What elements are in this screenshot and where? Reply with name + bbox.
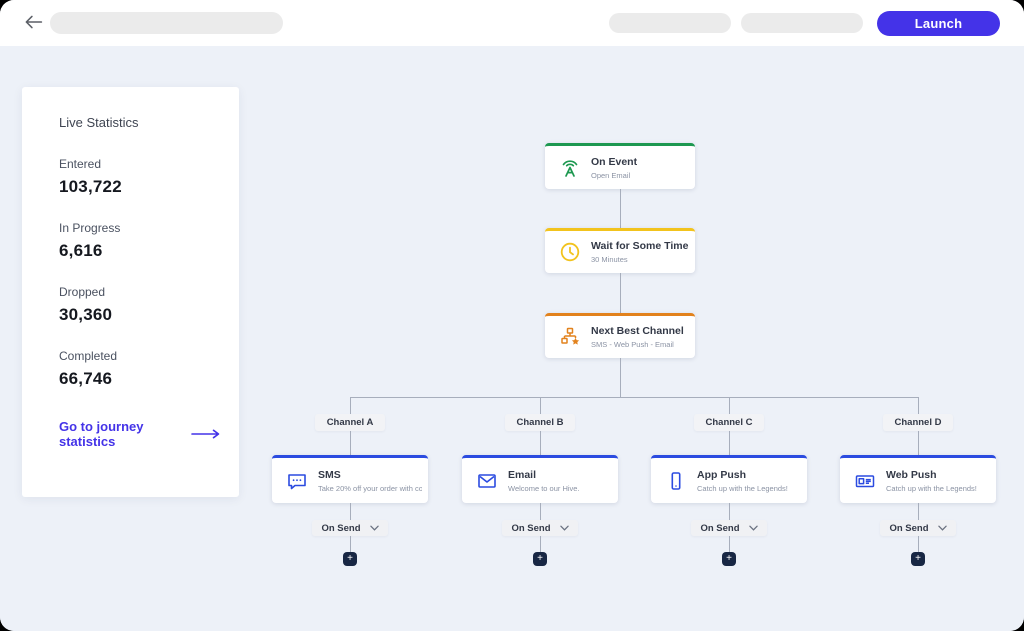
channel-label: Channel C <box>693 414 765 431</box>
connector-line <box>539 503 541 520</box>
connector-line <box>539 431 541 455</box>
chevron-down-icon <box>748 523 758 534</box>
node-app-push[interactable]: App Push Catch up with the Legends! <box>651 455 807 503</box>
connector-line <box>917 536 919 552</box>
on-send-label: On Send <box>511 522 551 534</box>
on-send-label: On Send <box>700 522 740 534</box>
stat-value: 30,360 <box>59 305 113 324</box>
sms-icon <box>285 469 309 493</box>
connector-line <box>728 431 730 455</box>
connector-line <box>539 397 541 414</box>
add-step-button[interactable]: + <box>722 552 736 566</box>
add-step-button[interactable]: + <box>343 552 357 566</box>
app-push-icon <box>664 469 688 493</box>
stat-value: 66,746 <box>59 369 113 388</box>
journey-canvas: Live Statistics Entered 103,722 In Progr… <box>0 46 1024 631</box>
broadcast-icon <box>558 156 582 180</box>
journey-statistics-link[interactable]: Go to journey statistics <box>59 419 221 449</box>
node-title: App Push <box>697 468 746 481</box>
trunk-column: On Event Open Email Wait for Some Time 3… <box>545 143 695 397</box>
connector-line <box>349 431 351 455</box>
journey-statistics-link-label: Go to journey statistics <box>59 419 144 449</box>
clock-icon <box>558 240 582 264</box>
channel-label: Channel D <box>882 414 954 431</box>
stat-value: 103,722 <box>59 177 122 196</box>
node-email[interactable]: Email Welcome to our Hive. <box>462 455 618 503</box>
on-send-dropdown[interactable]: On Send <box>312 520 388 536</box>
node-wait[interactable]: Wait for Some Time 30 Minutes <box>545 228 695 273</box>
branch-channel-a: Channel A SMS Take 20% off your order wi… <box>272 397 428 566</box>
stat-dropped: Dropped 30,360 <box>59 285 221 325</box>
connector-line <box>349 503 351 520</box>
toolbar-skeleton-1 <box>609 13 731 33</box>
stat-label: Completed <box>59 349 118 363</box>
chevron-down-icon <box>559 523 569 534</box>
branch-channel-d: Channel D Web Push Catch up with the Leg… <box>840 397 996 566</box>
on-send-dropdown[interactable]: On Send <box>691 520 767 536</box>
email-icon <box>475 469 499 493</box>
node-subtitle: Welcome to our Hive. <box>508 483 580 493</box>
node-next-best-channel[interactable]: Next Best Channel SMS - Web Push - Email <box>545 313 695 358</box>
hierarchy-star-icon <box>558 325 582 349</box>
stat-label: In Progress <box>59 221 121 235</box>
branch-channel-c: Channel C App Push Catch up with the Leg… <box>651 397 807 566</box>
channel-label: Channel B <box>504 414 576 431</box>
journey-name-skeleton <box>50 12 283 34</box>
stat-completed: Completed 66,746 <box>59 349 221 389</box>
on-send-dropdown[interactable]: On Send <box>880 520 956 536</box>
stat-value: 6,616 <box>59 241 103 260</box>
connector-line <box>728 397 730 414</box>
chevron-down-icon <box>937 523 947 534</box>
connector-line <box>917 397 919 414</box>
node-subtitle: Catch up with the Legends! <box>697 483 788 493</box>
back-button[interactable] <box>22 13 44 33</box>
node-title: Wait for Some Time <box>591 240 689 252</box>
stat-label: Dropped <box>59 285 106 299</box>
node-title: On Event <box>591 155 638 168</box>
stats-panel-title: Live Statistics <box>59 115 139 130</box>
node-title: Email <box>508 468 537 481</box>
add-step-button[interactable]: + <box>911 552 925 566</box>
connector-line <box>349 536 351 552</box>
node-title: SMS <box>318 468 341 481</box>
branch-connector-line <box>350 397 918 398</box>
node-subtitle: SMS - Web Push - Email <box>591 340 674 349</box>
add-step-button[interactable]: + <box>533 552 547 566</box>
node-web-push[interactable]: Web Push Catch up with the Legends! <box>840 455 996 503</box>
connector-line <box>728 503 730 520</box>
node-subtitle: Open Email <box>591 170 631 180</box>
connector-line <box>619 189 621 228</box>
node-on-event[interactable]: On Event Open Email <box>545 143 695 189</box>
arrow-right-icon <box>191 427 221 442</box>
node-subtitle: Catch up with the Legends! <box>886 483 977 493</box>
stat-entered: Entered 103,722 <box>59 157 221 197</box>
branch-channel-b: Channel B Email Welcome to our Hive. On … <box>462 397 618 566</box>
connector-line <box>917 503 919 520</box>
connector-line <box>539 536 541 552</box>
node-title: Web Push <box>886 468 937 481</box>
node-title: Next Best Channel <box>591 325 684 337</box>
chevron-down-icon <box>369 523 379 534</box>
on-send-dropdown[interactable]: On Send <box>502 520 578 536</box>
connector-line <box>917 431 919 455</box>
connector-line <box>728 536 730 552</box>
connector-line <box>619 358 621 397</box>
connector-line <box>349 397 351 414</box>
toolbar-skeleton-2 <box>741 13 863 33</box>
node-subtitle: 30 Minutes <box>591 255 628 264</box>
web-push-icon <box>853 469 877 493</box>
stat-label: Entered <box>59 157 102 171</box>
channel-label: Channel A <box>314 414 386 431</box>
node-sms[interactable]: SMS Take 20% off your order with code ..… <box>272 455 428 503</box>
connector-line <box>619 273 621 313</box>
live-statistics-panel: Live Statistics Entered 103,722 In Progr… <box>22 87 239 497</box>
node-subtitle: Take 20% off your order with code ... <box>318 483 422 493</box>
stat-in-progress: In Progress 6,616 <box>59 221 221 261</box>
arrow-left-icon <box>24 14 43 33</box>
launch-button[interactable]: Launch <box>877 11 1000 36</box>
topbar: Launch <box>0 0 1024 46</box>
on-send-label: On Send <box>889 522 929 534</box>
on-send-label: On Send <box>321 522 361 534</box>
